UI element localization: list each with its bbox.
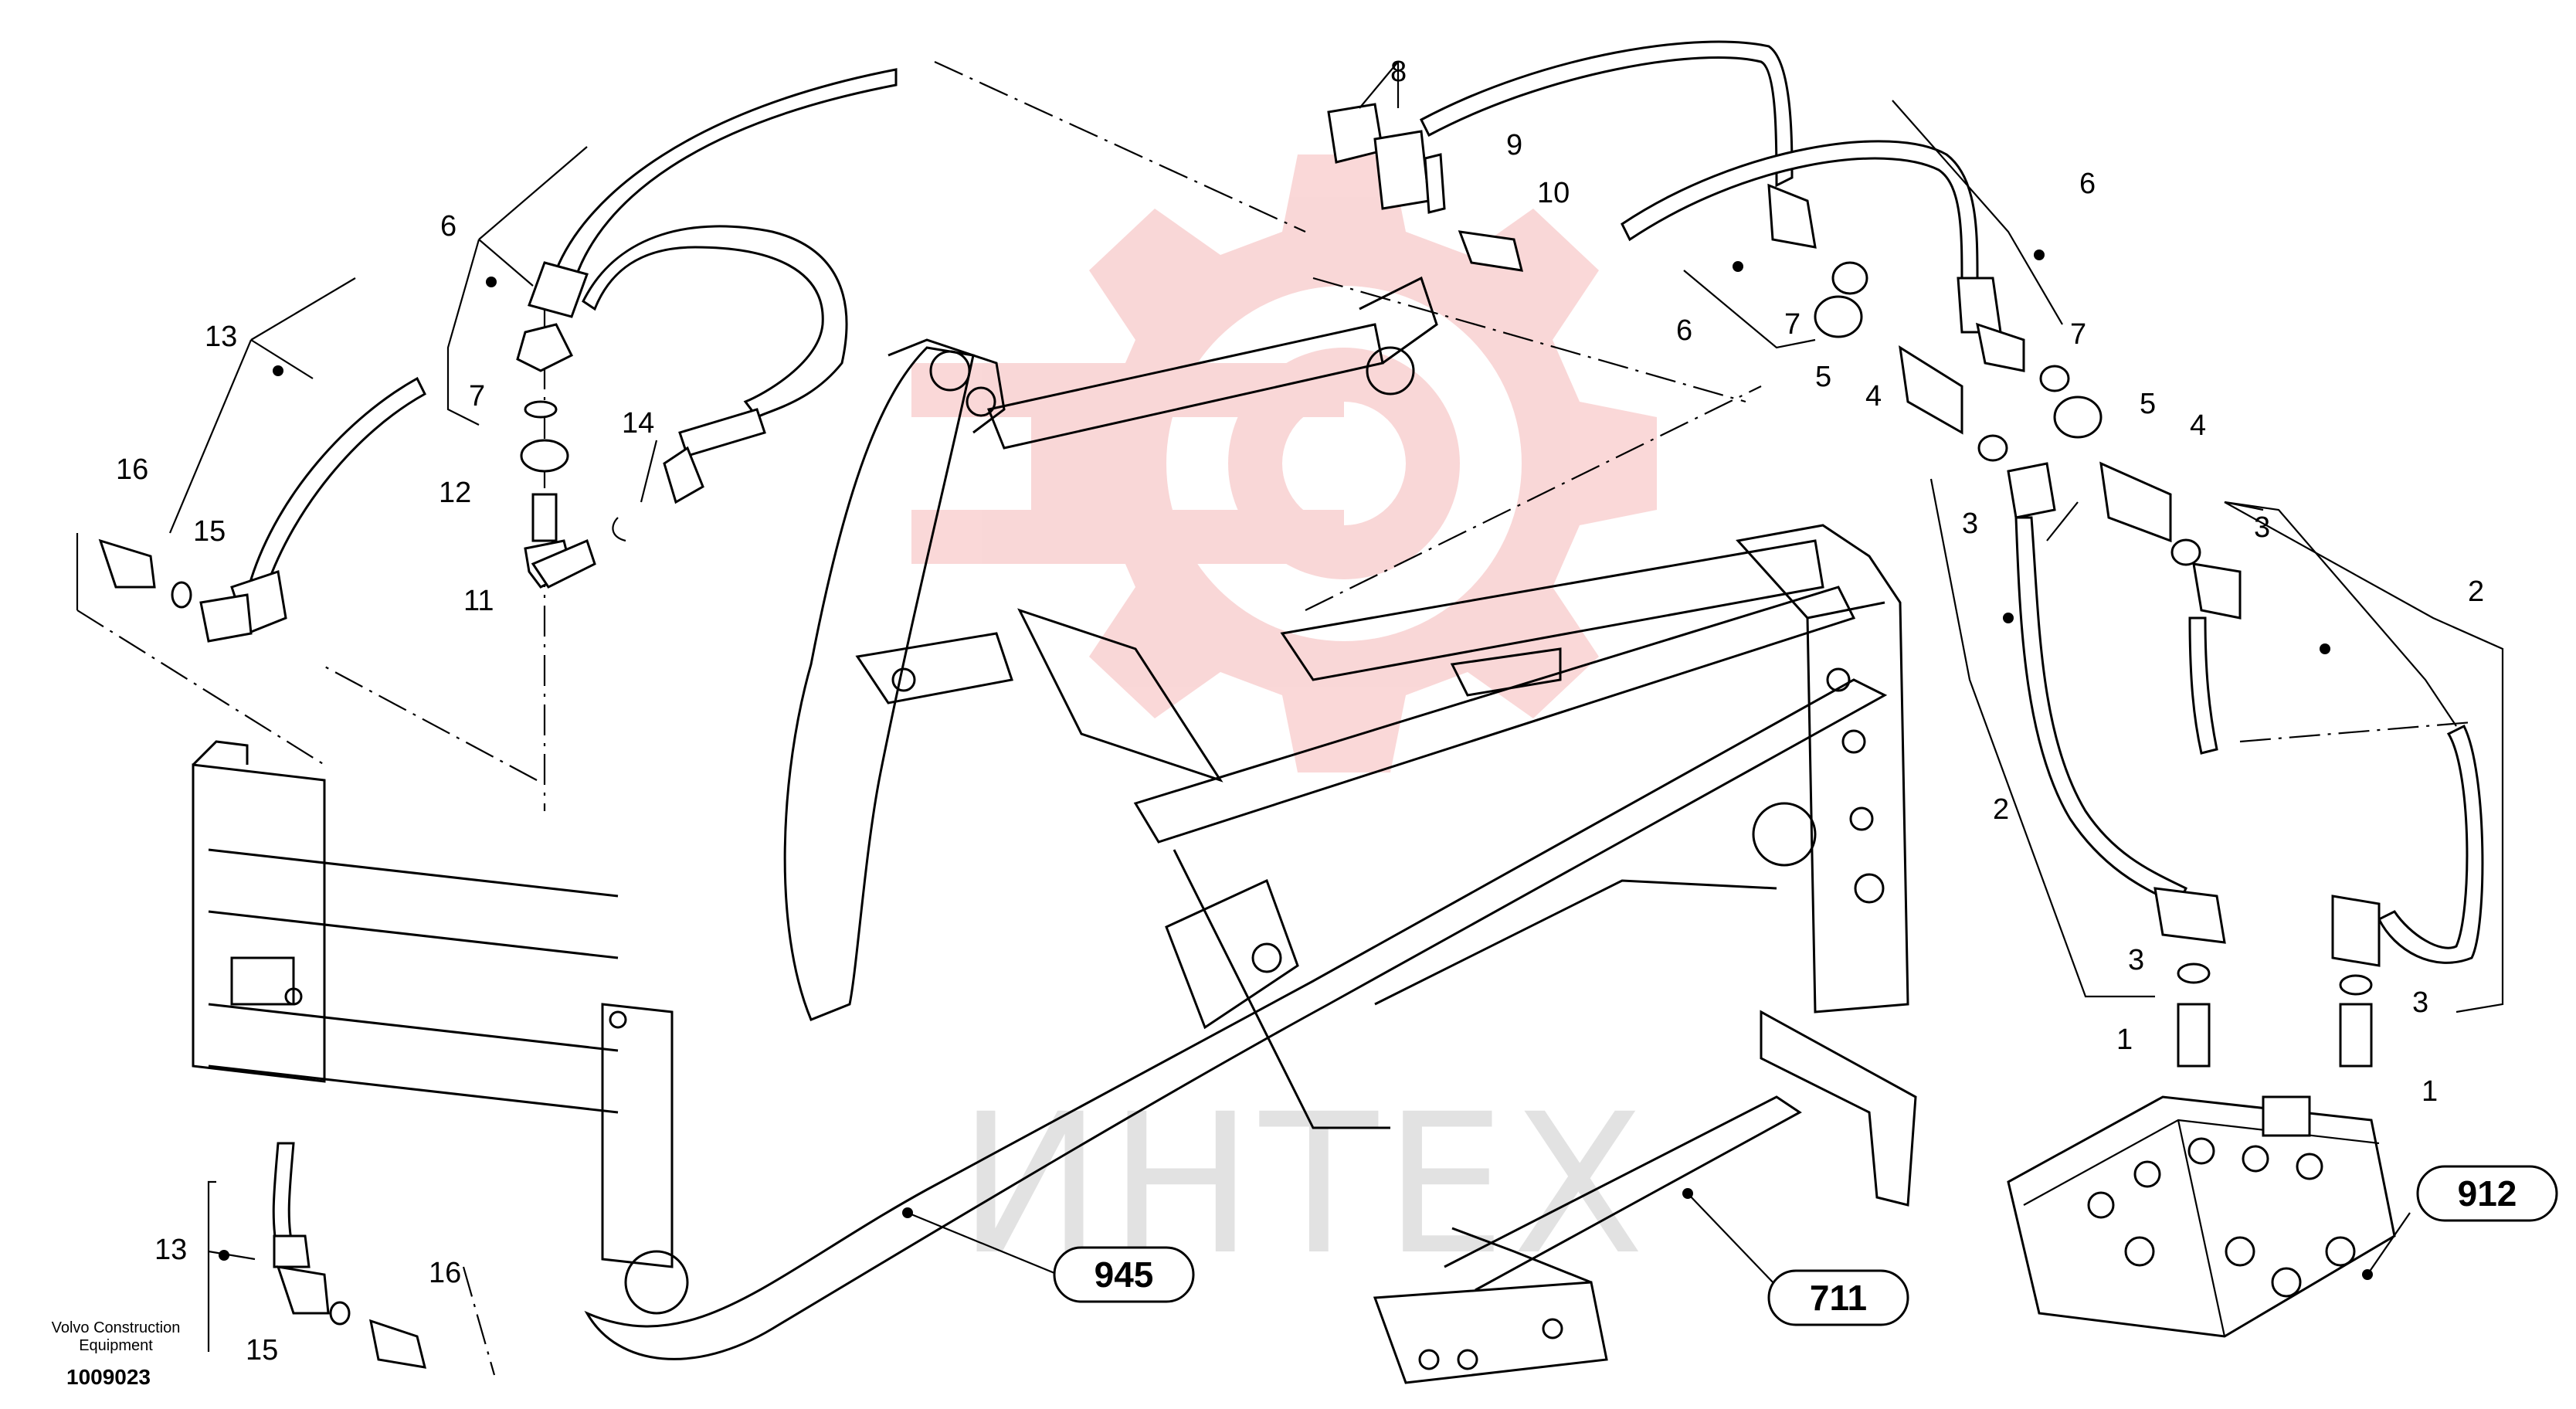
callout-9: 9 <box>1506 129 1522 161</box>
callout-6-left: 6 <box>440 210 456 243</box>
company-name-line1: Volvo Construction <box>52 1319 181 1336</box>
leader-lines <box>76 61 2504 1352</box>
callout-labels: 1 1 2 2 3 3 3 3 4 4 5 5 6 6 6 7 7 7 8 9 … <box>116 56 2484 1367</box>
callout-4-right: 4 <box>2190 409 2206 442</box>
callout-13-lower: 13 <box>154 1234 187 1266</box>
control-valve-block <box>2007 1095 2396 1338</box>
callout-3-c: 3 <box>2128 944 2144 976</box>
callout-4-left: 4 <box>1865 380 1882 413</box>
callout-7-center: 7 <box>1784 308 1800 341</box>
company-name-line2: Equipment <box>79 1337 153 1354</box>
reference-box-711-label: 711 <box>1810 1278 1867 1318</box>
callout-1-right: 1 <box>2422 1075 2438 1108</box>
drawing-number: 1009023 <box>66 1365 151 1389</box>
callout-10: 10 <box>1537 177 1570 209</box>
callout-14: 14 <box>622 407 654 440</box>
right-hose-2-right <box>2188 562 2484 1068</box>
callout-8: 8 <box>1390 56 1407 88</box>
right-fittings <box>1814 261 2201 566</box>
callout-13-upper: 13 <box>205 321 237 353</box>
callout-5-right: 5 <box>2140 388 2156 420</box>
left-hose-13-upper <box>98 376 426 643</box>
callout-6-center: 6 <box>1676 314 1692 347</box>
callout-3-a: 3 <box>1962 508 1978 540</box>
left-hose-13-lower <box>272 1142 427 1369</box>
reference-box-leaders <box>907 1193 2411 1287</box>
right-hose-2-left <box>2007 462 2226 1068</box>
reference-box-945: 945 <box>1053 1246 1195 1303</box>
callout-15-lower: 15 <box>246 1334 278 1367</box>
callout-16-lower: 16 <box>429 1257 461 1289</box>
loader-frame-drawing <box>192 276 1917 1384</box>
reference-box-711: 711 <box>1767 1269 1909 1326</box>
callout-16-upper: 16 <box>116 453 148 486</box>
left-upper-hose-assembly <box>516 68 898 589</box>
callout-15-upper: 15 <box>193 515 226 548</box>
callout-5-left: 5 <box>1815 361 1831 393</box>
callout-7-right: 7 <box>2070 318 2086 351</box>
gear-watermark-icon <box>911 154 1657 772</box>
callout-7-left: 7 <box>469 380 485 413</box>
callout-3-d: 3 <box>2412 986 2428 1019</box>
reference-box-912-label: 912 <box>2458 1173 2517 1214</box>
callout-1-left: 1 <box>2116 1024 2133 1056</box>
footer: Volvo Construction Equipment 1009023 <box>52 1319 181 1389</box>
clamp-assembly <box>1327 103 1524 272</box>
callout-3-b: 3 <box>2254 511 2270 544</box>
callout-12: 12 <box>439 477 471 509</box>
reference-box-945-label: 945 <box>1095 1255 1154 1295</box>
callout-2-left: 2 <box>1993 793 2009 826</box>
reference-box-912: 912 <box>2416 1165 2558 1222</box>
callout-2-right: 2 <box>2468 575 2484 608</box>
callout-6-right: 6 <box>2079 168 2096 200</box>
callout-11: 11 <box>463 585 494 617</box>
